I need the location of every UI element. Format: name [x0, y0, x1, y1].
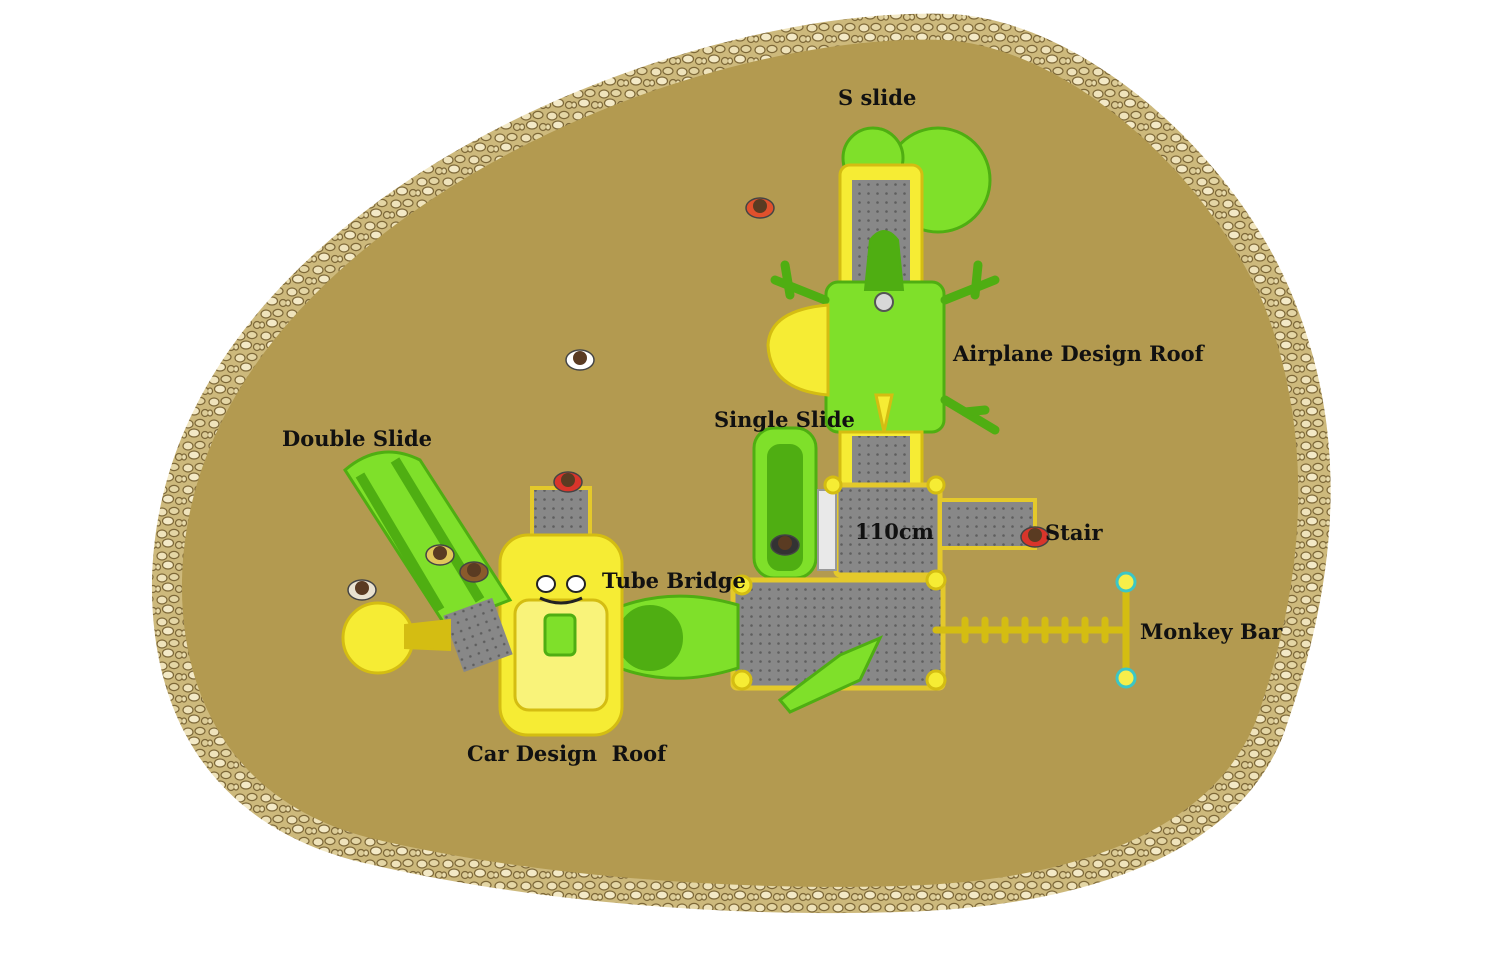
car-tower-stairs — [530, 486, 592, 542]
child-figure — [425, 544, 455, 566]
rubber-ground — [181, 39, 1299, 887]
car-eye-left — [536, 575, 556, 593]
label-airplane-design-roof: Airplane Design Roof — [953, 341, 1204, 366]
stair-deck — [938, 498, 1037, 550]
monkey-bar-post — [1115, 667, 1137, 689]
propeller-bottom-right — [940, 395, 1000, 435]
yellow-funnel — [341, 601, 415, 675]
post-cap — [823, 475, 843, 495]
car-eye-right — [566, 575, 586, 593]
double-slide-lane-left — [355, 472, 445, 613]
post-cap — [925, 569, 947, 591]
post-cap — [925, 669, 947, 691]
center-tower-stairs — [852, 436, 910, 488]
post-cap — [926, 475, 946, 495]
propeller-top-left — [770, 260, 830, 305]
small-wave-slide — [777, 635, 884, 714]
post-cap — [731, 574, 753, 596]
yellow-funnel-arm — [404, 618, 451, 652]
label-stair: Stair — [1045, 520, 1103, 545]
airplane-nose — [863, 230, 905, 291]
car-mouth — [539, 596, 583, 605]
label-single-slide: Single Slide — [714, 407, 855, 432]
label-monkey-bar: Monkey Bar — [1140, 619, 1283, 644]
label-s-slide: S slide — [838, 85, 917, 110]
car-roof-hatch — [543, 613, 577, 657]
airplane-tail — [874, 393, 894, 433]
child-figure — [459, 561, 489, 583]
label-double-slide: Double Slide — [282, 426, 432, 451]
label-car-design-roof: Car Design Roof — [467, 741, 667, 766]
child-figure — [565, 349, 595, 371]
label-tube-bridge: Tube Bridge — [602, 568, 746, 593]
propeller-top-right — [940, 260, 1000, 305]
monkey-bar — [932, 571, 1137, 689]
child-figure — [347, 579, 377, 601]
platform-step — [817, 489, 837, 571]
child-figure — [745, 197, 775, 219]
child-figure — [770, 534, 800, 556]
slide-connector-deck — [443, 597, 513, 673]
airplane-dome — [874, 292, 894, 312]
label-height: 110cm — [855, 519, 934, 544]
child-figure — [553, 471, 583, 493]
tube-bridge-end — [617, 605, 683, 671]
child-figure — [1020, 526, 1050, 548]
monkey-bar-post — [1115, 571, 1137, 593]
tower-side-hoop — [766, 303, 830, 397]
post-cap — [731, 669, 753, 691]
